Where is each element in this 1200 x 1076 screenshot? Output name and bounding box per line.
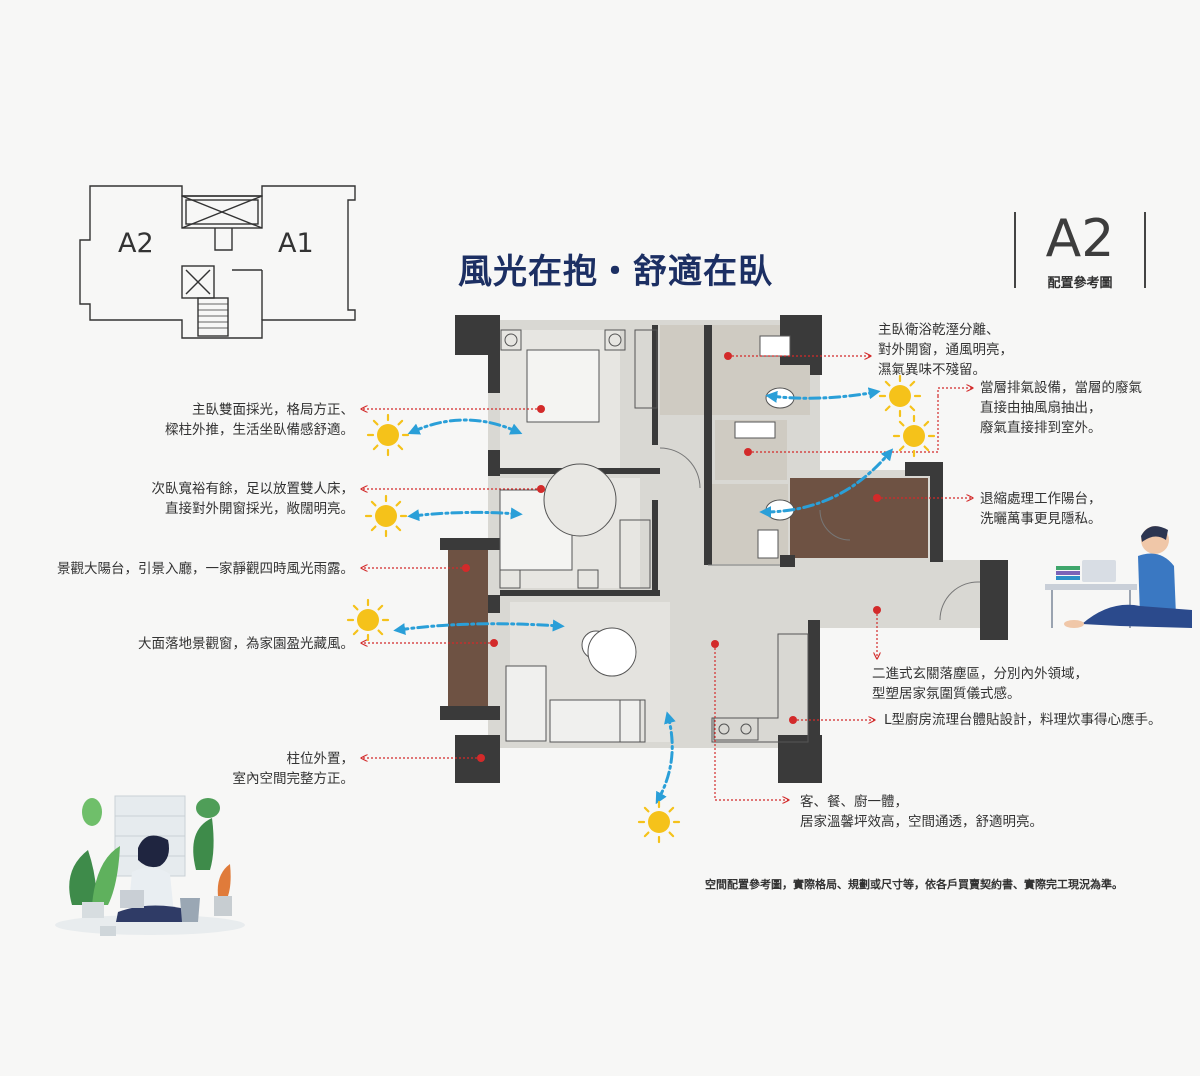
badge-divider	[1014, 212, 1016, 288]
unit-badge: A2 配置參考圖	[1010, 209, 1150, 291]
annotation-line: 景觀大陽台，引景入廳，一家靜觀四時風光雨露。	[57, 561, 354, 577]
annotation-work-balcony: 退縮處理工作陽台， 洗曬萬事更見隱私。	[980, 489, 1102, 529]
annotation-line: 洗曬萬事更見隱私。	[980, 511, 1102, 527]
annotation-column: 柱位外置， 室內空間完整方正。	[233, 749, 355, 789]
annotation-window: 大面落地景觀窗，為家園盈光藏風。	[138, 634, 354, 654]
person-laptop-illustration	[1045, 526, 1192, 628]
sun-icon	[637, 800, 681, 844]
annotation-line: 客、餐、廚一體，	[800, 794, 908, 810]
sun-icon	[878, 374, 922, 418]
sun-icon	[346, 598, 390, 642]
annotation-line: 對外開窗，通風明亮，	[878, 342, 1013, 358]
sun-icon	[892, 414, 936, 458]
annotation-line: 主臥衛浴乾溼分離、	[878, 322, 1000, 338]
annotation-line: 廢氣直接排到室外。	[980, 420, 1102, 436]
key-plan	[79, 185, 356, 339]
keyplan-label-a2: A2	[118, 228, 154, 259]
unit-subtitle: 配置參考圖	[1047, 276, 1113, 291]
annotation-line: 直接對外開窗採光，敞闊明亮。	[165, 501, 354, 517]
annotation-exhaust: 當層排氣設備，當層的廢氣 直接由抽風扇抽出， 廢氣直接排到室外。	[980, 378, 1142, 438]
woman-plants-illustration	[55, 795, 245, 936]
annotation-line: 直接由抽風扇抽出，	[980, 400, 1102, 416]
unit-code: A2	[1045, 209, 1115, 269]
sun-icon	[364, 494, 408, 538]
annotation-line: 柱位外置，	[286, 751, 355, 767]
annotation-line: 退縮處理工作陽台，	[980, 491, 1102, 507]
airflow-arrows	[393, 387, 894, 805]
annotation-line: 主臥雙面採光，格局方正、	[192, 402, 354, 418]
annotation-second-bed: 次臥寬裕有餘，足以放置雙人床， 直接對外開窗採光，敞闊明亮。	[152, 479, 355, 519]
annotation-line: L型廚房流理台體貼設計，料理炊事得心應手。	[884, 712, 1162, 728]
keyplan-label-a1: A1	[278, 228, 314, 259]
annotation-line: 居家溫馨坪效高，空間通透，舒適明亮。	[800, 814, 1043, 830]
badge-divider	[1144, 212, 1146, 288]
annotation-line: 型塑居家氛圍質儀式感。	[872, 686, 1021, 702]
annotation-line: 大面落地景觀窗，為家園盈光藏風。	[138, 636, 354, 652]
annotation-line: 二進式玄關落塵區，分別內外領域，	[872, 666, 1088, 682]
annotation-line: 樑柱外推，生活坐臥備感舒適。	[165, 422, 354, 438]
annotation-master-bath: 主臥衛浴乾溼分離、 對外開窗，通風明亮， 濕氣異味不殘留。	[878, 320, 1013, 380]
annotation-entry: 二進式玄關落塵區，分別內外領域， 型塑居家氛圍質儀式感。	[872, 664, 1088, 704]
annotation-line: 當層排氣設備，當層的廢氣	[980, 380, 1142, 396]
leader-dots	[462, 352, 881, 762]
annotation-kitchen: L型廚房流理台體貼設計，料理炊事得心應手。	[884, 710, 1162, 730]
page-title: 風光在抱・舒適在臥	[458, 252, 773, 292]
annotation-balcony: 景觀大陽台，引景入廳，一家靜觀四時風光雨露。	[57, 559, 354, 579]
leader-lines	[362, 356, 972, 800]
annotation-master-bed: 主臥雙面採光，格局方正、 樑柱外推，生活坐臥備感舒適。	[165, 400, 354, 440]
disclaimer: 空間配置參考圖，實際格局、規劃或尺寸等，依各戶買賣契約書、實際完工現況為準。	[705, 878, 1123, 891]
annotation-line: 次臥寬裕有餘，足以放置雙人床，	[151, 481, 355, 497]
sun-icon	[366, 413, 410, 457]
annotation-line: 濕氣異味不殘留。	[878, 362, 986, 378]
annotation-living: 客、餐、廚一體， 居家溫馨坪效高，空間通透，舒適明亮。	[800, 792, 1043, 832]
annotation-line: 室內空間完整方正。	[232, 771, 355, 787]
